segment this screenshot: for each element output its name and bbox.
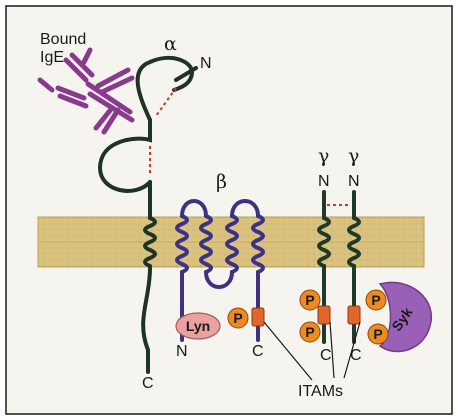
- beta-itam: [251, 307, 265, 327]
- gamma-right-tm: [347, 216, 361, 268]
- itam-pointer-lines: [263, 321, 361, 381]
- gamma-left-label: γ: [318, 145, 329, 167]
- alpha-n-label: N: [200, 55, 212, 72]
- beta-label: β: [216, 171, 227, 193]
- beta-loop-1: [180, 199, 208, 218]
- ige-arm-upper-left: [63, 57, 89, 83]
- beta-n-label: N: [176, 343, 188, 360]
- beta-chain: [175, 199, 265, 342]
- itams-label: ITAMs: [298, 383, 343, 400]
- beta-loop-2: [204, 270, 234, 289]
- beta-loop-3: [230, 199, 260, 218]
- gamma-right-itam: [347, 305, 361, 325]
- gamma-right-label: γ: [348, 145, 359, 167]
- alpha-chain: [97, 55, 198, 374]
- bound-ige-label-line2: IgE: [40, 49, 64, 66]
- alpha-transmembrane-helix: [143, 216, 157, 268]
- svg-text:P: P: [305, 292, 314, 308]
- beta-tm-1: [175, 214, 189, 274]
- gamma-left-c-label: C: [320, 347, 332, 364]
- svg-text:P: P: [233, 310, 242, 326]
- alpha-domain-1: [135, 55, 195, 122]
- gamma-left-itam: [317, 305, 331, 325]
- phosphate-gamma-right-lower: P: [367, 323, 389, 345]
- gamma-chain-right: [347, 190, 361, 344]
- gamma-right-n-label: N: [348, 173, 360, 190]
- alpha-domain-2: [97, 118, 152, 193]
- beta-c-label: C: [252, 343, 264, 360]
- svg-text:P: P: [373, 326, 382, 342]
- phosphate-gamma-right-upper: P: [365, 289, 387, 311]
- alpha-c-label: C: [142, 375, 154, 392]
- svg-text:P: P: [305, 324, 314, 340]
- bound-ige-label-line1: Bound: [40, 31, 86, 48]
- gamma-left-tm: [317, 216, 331, 268]
- lyn-kinase: [175, 312, 221, 340]
- svg-text:P: P: [371, 292, 380, 308]
- lyn-label: Lyn: [186, 318, 210, 334]
- ige-antibody: [37, 47, 135, 135]
- phosphate-gamma-left-lower: P: [299, 321, 321, 343]
- ige-stem: [85, 81, 133, 115]
- beta-tm-3: [225, 214, 239, 274]
- syk-kinase: [378, 281, 433, 353]
- alpha-n-tail: [174, 66, 198, 82]
- phosphate-beta: P: [227, 307, 249, 329]
- alpha-label: α: [164, 33, 177, 55]
- gamma-right-c-label: C: [350, 347, 362, 364]
- alpha-cytoplasmic-tail: [141, 266, 152, 374]
- phosphate-gamma-left-upper: P: [299, 289, 321, 311]
- beta-tm-2: [199, 214, 213, 274]
- beta-tm-4: [251, 214, 265, 274]
- ige-arm-lower-left: [55, 85, 87, 101]
- gamma-chain-left: [317, 190, 331, 344]
- gamma-left-n-label: N: [318, 173, 330, 190]
